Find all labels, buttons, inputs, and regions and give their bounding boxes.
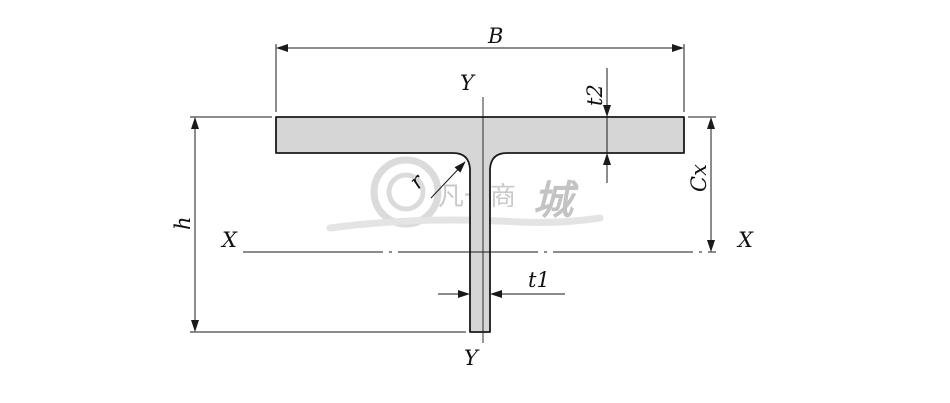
watermark: 凡一商 城 [326, 156, 604, 232]
watermark-emphasis: 城 [533, 177, 579, 224]
t-section-shape [275, 116, 685, 333]
leader-line-r [430, 161, 466, 199]
label-cx: Cx [687, 164, 711, 192]
label-t1: t1 [528, 268, 550, 292]
watermark-logo-icon [370, 156, 442, 228]
label-r: r [405, 168, 430, 193]
label-h: h [171, 216, 195, 230]
label-t2: t2 [583, 84, 607, 106]
label-b: B [487, 24, 503, 48]
label-x-right: X [736, 228, 754, 252]
label-y-bottom: Y [464, 346, 480, 370]
label-x-left: X [220, 228, 238, 252]
label-y-top: Y [460, 71, 476, 95]
